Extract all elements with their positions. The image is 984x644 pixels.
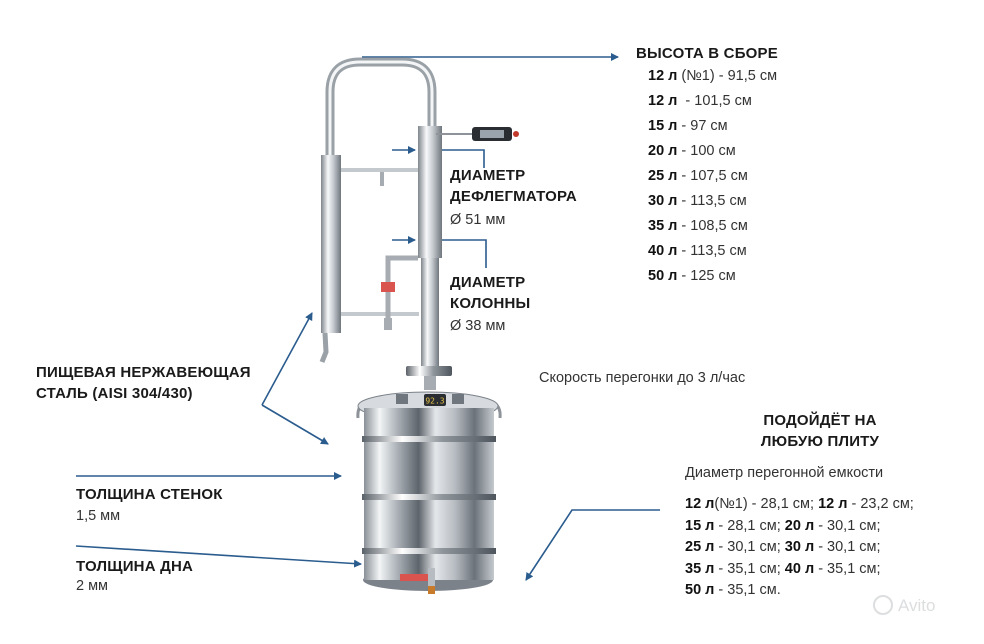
wall-value: 1,5 мм <box>76 508 121 524</box>
height-row-value: - 113,5 см <box>677 193 747 209</box>
vessel-volume: 30 л <box>784 539 815 555</box>
dephleg-label-line2: ДЕФЛЕГМАТОРА <box>450 188 577 205</box>
height-row-volume: 30 л <box>648 193 678 209</box>
height-row: 15 л - 97 см <box>648 114 777 139</box>
height-row-volume: 35 л <box>648 218 678 234</box>
height-row-volume: 12 л <box>648 68 678 84</box>
vessel-row: 15 л - 28,1 см; 20 л - 30,1 см; <box>685 516 914 538</box>
height-row-value: - 100 см <box>677 143 736 159</box>
column-clamp <box>406 366 452 376</box>
height-row-value: - 113,5 см <box>677 243 747 259</box>
lid-thermometer <box>424 394 446 406</box>
drain-valve <box>400 574 434 581</box>
height-row: 50 л - 125 см <box>648 264 777 289</box>
dephleg-tube <box>418 126 442 258</box>
vessel-diameter: - 30,1 см; <box>814 539 881 555</box>
column-label-line1: ДИАМЕТР <box>450 274 526 291</box>
height-row: 12 л (№1) - 91,5 см <box>648 64 777 89</box>
vessel-diameter: - 35,1 см. <box>714 582 781 598</box>
distill-speed: Скорость перегонки до 3 л/час <box>539 370 746 386</box>
vessel-title: Диаметр перегонной емкости <box>685 465 884 481</box>
vessel-volume: 25 л <box>685 539 715 555</box>
arc-pipe <box>325 57 437 160</box>
steel-label-line2: СТАЛЬ (AISI 304/430) <box>36 385 193 402</box>
height-row: 25 л - 107,5 см <box>648 164 777 189</box>
height-row-volume: 15 л <box>648 118 678 134</box>
steel-arrow-down <box>261 404 329 445</box>
vessel-volume: 50 л <box>685 582 715 598</box>
stove-label-line1: ПОДОЙДЁТ НА <box>763 412 877 429</box>
vessel-volume: 12 л <box>818 496 848 512</box>
height-row-volume: 12 л <box>648 93 678 109</box>
height-row-value: - 107,5 см <box>677 168 748 184</box>
vessel-list: 12 л(№1) - 28,1 см; 12 л - 23,2 см;15 л … <box>685 494 914 602</box>
column-leader <box>440 239 487 268</box>
vessel-row: 35 л - 35,1 см; 40 л - 35,1 см; <box>685 559 914 581</box>
vessel-volume: 35 л <box>685 560 715 577</box>
vessel-volume: 40 л <box>784 560 815 577</box>
height-row-volume: 40 л <box>648 243 678 259</box>
column-label-line2: КОЛОННЫ <box>450 295 531 312</box>
tank-band <box>362 436 496 442</box>
column-tube <box>421 258 439 368</box>
vessel-diameter: - 23,2 см; <box>847 496 914 512</box>
height-row: 12 л - 101,5 см <box>648 89 777 114</box>
steel-label-line1: ПИЩЕВАЯ НЕРЖАВЕЮЩАЯ <box>36 364 251 381</box>
dephleg-value: Ø 51 мм <box>450 212 506 228</box>
lid-thermometer-readout: 92.3 <box>425 397 444 406</box>
tank-band <box>362 548 496 554</box>
leader-lines <box>75 53 660 581</box>
avito-logo-icon <box>873 595 893 615</box>
height-row-volume: 25 л <box>648 168 678 184</box>
height-row: 20 л - 100 см <box>648 139 777 164</box>
dephleg-label-line1: ДИАМЕТР <box>450 167 526 184</box>
vessel-volume: 20 л <box>784 517 815 534</box>
bottom-arrow <box>75 545 362 568</box>
height-row-value: - 125 см <box>677 268 736 284</box>
height-title: ВЫСОТА В СБОРЕ <box>636 45 778 62</box>
height-row-value: - 101,5 см <box>677 93 752 109</box>
height-row: 40 л - 113,5 см <box>648 239 777 264</box>
steel-arrow-up <box>261 312 313 406</box>
thermometer-probe <box>436 133 474 135</box>
dephleg-leader <box>440 149 485 168</box>
vessel-row: 25 л - 30,1 см; 30 л - 30,1 см; <box>685 537 914 559</box>
height-row-value: - 91,5 см <box>714 68 778 84</box>
bottom-title: ТОЛЩИНА ДНА <box>76 558 194 575</box>
left-cooler <box>321 155 341 333</box>
height-row-value: - 108,5 см <box>677 218 748 234</box>
vessel-volume: 15 л <box>685 517 715 534</box>
vessel-diameter: - 28,1 см; <box>714 517 785 534</box>
vessel-diameter: - 30,1 см; <box>714 539 785 555</box>
height-row: 35 л - 108,5 см <box>648 214 777 239</box>
stove-leader <box>525 509 660 581</box>
height-row-note: (№1) <box>677 68 715 84</box>
height-row: 30 л - 113,5 см <box>648 189 777 214</box>
tank-band <box>362 494 496 500</box>
avito-watermark: Avito <box>873 595 936 615</box>
svg-text:Avito: Avito <box>898 596 936 615</box>
bottom-value: 2 мм <box>76 578 109 594</box>
vessel-volume: 12 л <box>685 496 715 512</box>
height-row-volume: 50 л <box>648 268 678 284</box>
vessel-row: 12 л(№1) - 28,1 см; 12 л - 23,2 см; <box>685 494 914 516</box>
vessel-diameter: - 30,1 см; <box>814 517 881 534</box>
side-valve <box>381 282 395 292</box>
column-assembly <box>319 57 519 390</box>
distillation-tank: 92.3 <box>356 391 502 594</box>
vessel-diameter: - 35,1 см; <box>714 560 785 577</box>
height-row-value: - 97 см <box>677 118 728 134</box>
vessel-row: 50 л - 35,1 см. <box>685 580 914 602</box>
stove-label-line2: ЛЮБУЮ ПЛИТУ <box>760 433 880 450</box>
wall-title: ТОЛЩИНА СТЕНОК <box>76 486 223 503</box>
vessel-diameter: (№1) - 28,1 см; <box>714 496 819 512</box>
vessel-diameter: - 35,1 см; <box>814 560 881 577</box>
column-value: Ø 38 мм <box>450 318 506 334</box>
height-row-volume: 20 л <box>648 143 678 159</box>
